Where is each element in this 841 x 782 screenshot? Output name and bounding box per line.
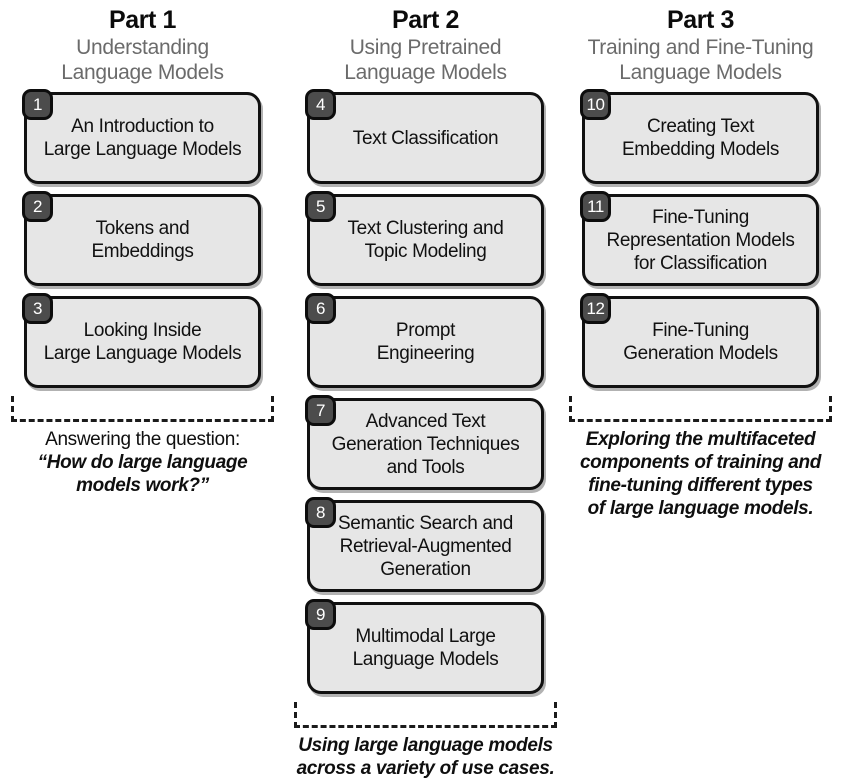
chapter-list-3: 10 Creating Text Embedding Models 11 Fin…: [560, 89, 841, 388]
caption-line: across a variety of use cases.: [296, 758, 555, 779]
chapter-number-badge: 9: [305, 599, 336, 630]
chapter-list-2: 4 Text Classification 5 Text Clustering …: [285, 89, 566, 694]
chapter-box[interactable]: 3 Looking Inside Large Language Models: [22, 293, 261, 388]
chapter-number-badge: 7: [305, 395, 336, 426]
bracket-left-stub: [569, 396, 572, 422]
caption-line: Exploring the multifaceted: [585, 429, 816, 450]
part-title-3: Part 3: [666, 6, 735, 34]
chapter-box[interactable]: 1 An Introduction to Large Language Mode…: [22, 89, 261, 184]
chapter-box[interactable]: 10 Creating Text Embedding Models: [580, 89, 819, 184]
part-subtitle-2-line1: Using Pretrained: [349, 36, 502, 59]
bracket-right-stub: [829, 396, 832, 422]
chapter-number-badge: 12: [580, 293, 611, 324]
chapter-title: Text Classification: [352, 127, 499, 149]
chapter-title: Semantic Search and Retrieval-Augmented …: [337, 512, 513, 580]
chapter-box[interactable]: 7 Advanced Text Generation Techniques an…: [305, 395, 544, 490]
part-header-3: Part 3 Training and Fine-Tuning Language…: [560, 0, 841, 85]
chapter-box[interactable]: 2 Tokens and Embeddings: [22, 191, 261, 286]
dashed-bracket: [294, 702, 557, 728]
chapter-title: Text Clustering and Topic Modeling: [347, 218, 504, 262]
chapter-box[interactable]: 8 Semantic Search and Retrieval-Augmente…: [305, 497, 544, 592]
caption-line: of large language models.: [587, 498, 814, 519]
bracket-left-stub: [294, 702, 297, 728]
bracket-bottom-rule: [569, 419, 832, 422]
chapter-number-badge: 8: [305, 497, 336, 528]
part-caption-1: Answering the question: “How do large la…: [2, 428, 283, 497]
bracket-bottom-rule: [11, 419, 274, 422]
chapter-box[interactable]: 4 Text Classification: [305, 89, 544, 184]
chapter-number-badge: 2: [22, 191, 53, 222]
part-title-1: Part 1: [108, 6, 177, 34]
chapter-list-1: 1 An Introduction to Large Language Mode…: [2, 89, 283, 388]
part-header-1: Part 1 Understanding Language Models: [2, 0, 283, 85]
chapter-title: Advanced Text Generation Techniques and …: [331, 410, 520, 478]
part-subtitle-3-line1: Training and Fine-Tuning: [587, 36, 814, 59]
caption-line: Answering the question:: [45, 429, 240, 450]
chapter-number-badge: 4: [305, 89, 336, 120]
part-subtitle-3-line2: Language Models: [619, 61, 782, 84]
bracket-right-stub: [554, 702, 557, 728]
dashed-bracket: [569, 396, 832, 422]
part-column-2: Part 2 Using Pretrained Language Models …: [285, 0, 566, 782]
chapter-number-badge: 5: [305, 191, 336, 222]
part-subtitle-1-line1: Understanding: [76, 36, 209, 59]
part-subtitle-2-line2: Language Models: [344, 61, 507, 84]
chapter-box[interactable]: 11 Fine-Tuning Representation Models for…: [580, 191, 819, 286]
part-column-1: Part 1 Understanding Language Models 1 A…: [2, 0, 283, 782]
chapter-number-badge: 1: [22, 89, 53, 120]
bracket-left-stub: [11, 396, 14, 422]
part-header-2: Part 2 Using Pretrained Language Models: [285, 0, 566, 85]
chapter-title: Tokens and Embeddings: [91, 218, 194, 262]
chapter-box[interactable]: 12 Fine-Tuning Generation Models: [580, 293, 819, 388]
chapter-number-badge: 10: [580, 89, 611, 120]
bracket-right-stub: [271, 396, 274, 422]
chapter-title: Fine-Tuning Representation Models for Cl…: [606, 206, 795, 274]
caption-line: models work?”: [76, 475, 209, 496]
chapter-title: An Introduction to Large Language Models: [43, 116, 242, 160]
dashed-bracket: [11, 396, 274, 422]
chapter-box[interactable]: 5 Text Clustering and Topic Modeling: [305, 191, 544, 286]
caption-line: fine-tuning different types: [588, 475, 813, 496]
part-title-2: Part 2: [391, 6, 460, 34]
caption-line: Using large language models: [298, 735, 553, 756]
part-caption-2: Using large language models across a var…: [285, 734, 566, 780]
part-caption-3: Exploring the multifaceted components of…: [560, 428, 841, 520]
caption-line: “How do large language: [37, 452, 248, 473]
chapter-title: Prompt Engineering: [376, 320, 475, 364]
bracket-bottom-rule: [294, 725, 557, 728]
chapter-number-badge: 6: [305, 293, 336, 324]
caption-line: components of training and: [579, 452, 822, 473]
chapter-box[interactable]: 6 Prompt Engineering: [305, 293, 544, 388]
chapter-number-badge: 11: [580, 191, 611, 222]
chapter-title: Looking Inside Large Language Models: [43, 320, 242, 364]
chapter-title: Multimodal Large Language Models: [352, 626, 499, 670]
part-column-3: Part 3 Training and Fine-Tuning Language…: [560, 0, 841, 782]
chapter-number-badge: 3: [22, 293, 53, 324]
chapter-box[interactable]: 9 Multimodal Large Language Models: [305, 599, 544, 694]
part-subtitle-1-line2: Language Models: [61, 61, 224, 84]
chapter-title: Fine-Tuning Generation Models: [623, 320, 778, 364]
chapter-title: Creating Text Embedding Models: [621, 116, 780, 160]
